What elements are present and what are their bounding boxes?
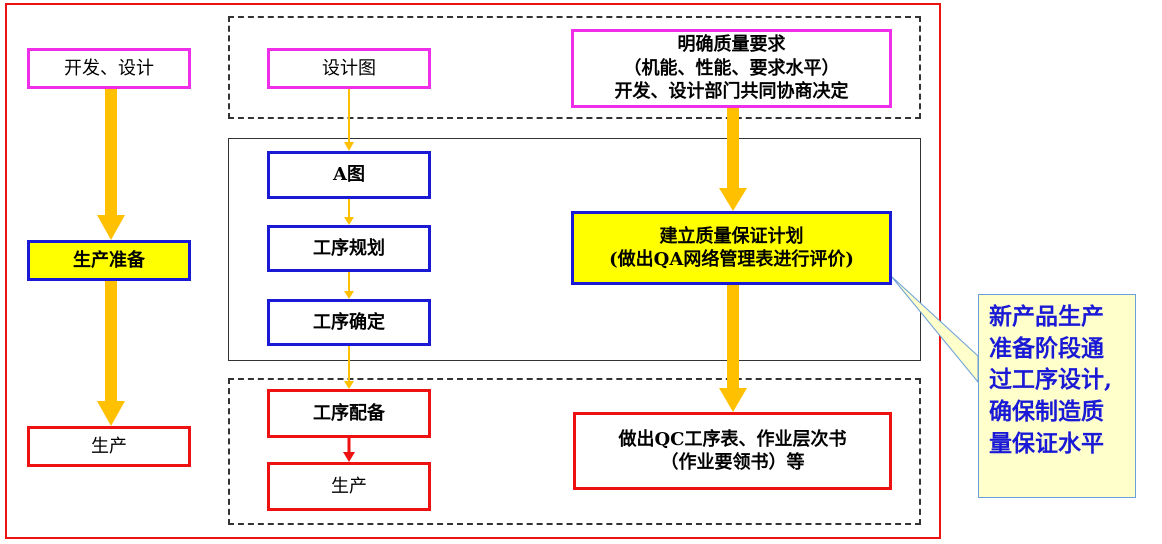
qc-table-label: 做出QC工序表、作业层次书 （作业要领书）等 [618,428,847,473]
design-drawing-box: 设计图 [267,48,431,89]
mid-production-box: 生产 [267,462,431,511]
qa-plan-box: 建立质量保证计划 (做出QA网络管理表进行评价) [571,211,892,285]
callout-note: 新产品生产 准备阶段通 过工序设计, 确保制造质 量保证水平 [978,294,1136,498]
qc-table-box: 做出QC工序表、作业层次书 （作业要领书）等 [573,412,892,490]
right-arrow-1 [719,108,747,211]
outer-frame [5,3,941,539]
process-setup-box: 工序配备 [267,389,431,438]
mid-arrow-2 [344,199,354,225]
mid-arrow-3 [344,272,354,299]
right-arrow-2 [719,285,747,412]
design-phase-frame [228,16,921,119]
callout-pointer [890,275,979,384]
left-arrow-1 [97,89,125,240]
process-confirm-box: 工序确定 [267,299,431,346]
left-production-label: 生产 [91,435,127,457]
production-prep-label: 生产准备 [73,249,145,271]
qa-plan-label: 建立质量保证计划 (做出QA网络管理表进行评价) [609,225,854,270]
a-drawing-box: A图 [267,151,431,199]
production-prep-box: 生产准备 [27,240,191,281]
dev-design-label: 开发、设计 [64,57,154,79]
process-planning-label: 工序规划 [313,237,385,259]
production-phase-frame [228,378,921,525]
a-drawing-label: A图 [333,164,365,186]
left-production-box: 生产 [27,426,191,467]
mid-arrow-4 [344,346,354,389]
dev-design-box: 开发、设计 [27,48,191,89]
left-arrow-2 [97,281,125,426]
quality-requirements-box: 明确质量要求 （机能、性能、要求水平） 开发、设计部门共同协商决定 [571,29,892,108]
process-planning-box: 工序规划 [267,225,431,272]
planning-phase-frame [228,138,921,361]
quality-requirements-label: 明确质量要求 （机能、性能、要求水平） 开发、设计部门共同协商决定 [614,34,849,103]
process-setup-label: 工序配备 [313,402,385,424]
design-drawing-label: 设计图 [322,57,376,79]
mid-arrow-red [343,438,355,462]
mid-production-label: 生产 [331,475,367,497]
process-confirm-label: 工序确定 [313,311,385,333]
mid-arrow-1 [344,89,354,151]
